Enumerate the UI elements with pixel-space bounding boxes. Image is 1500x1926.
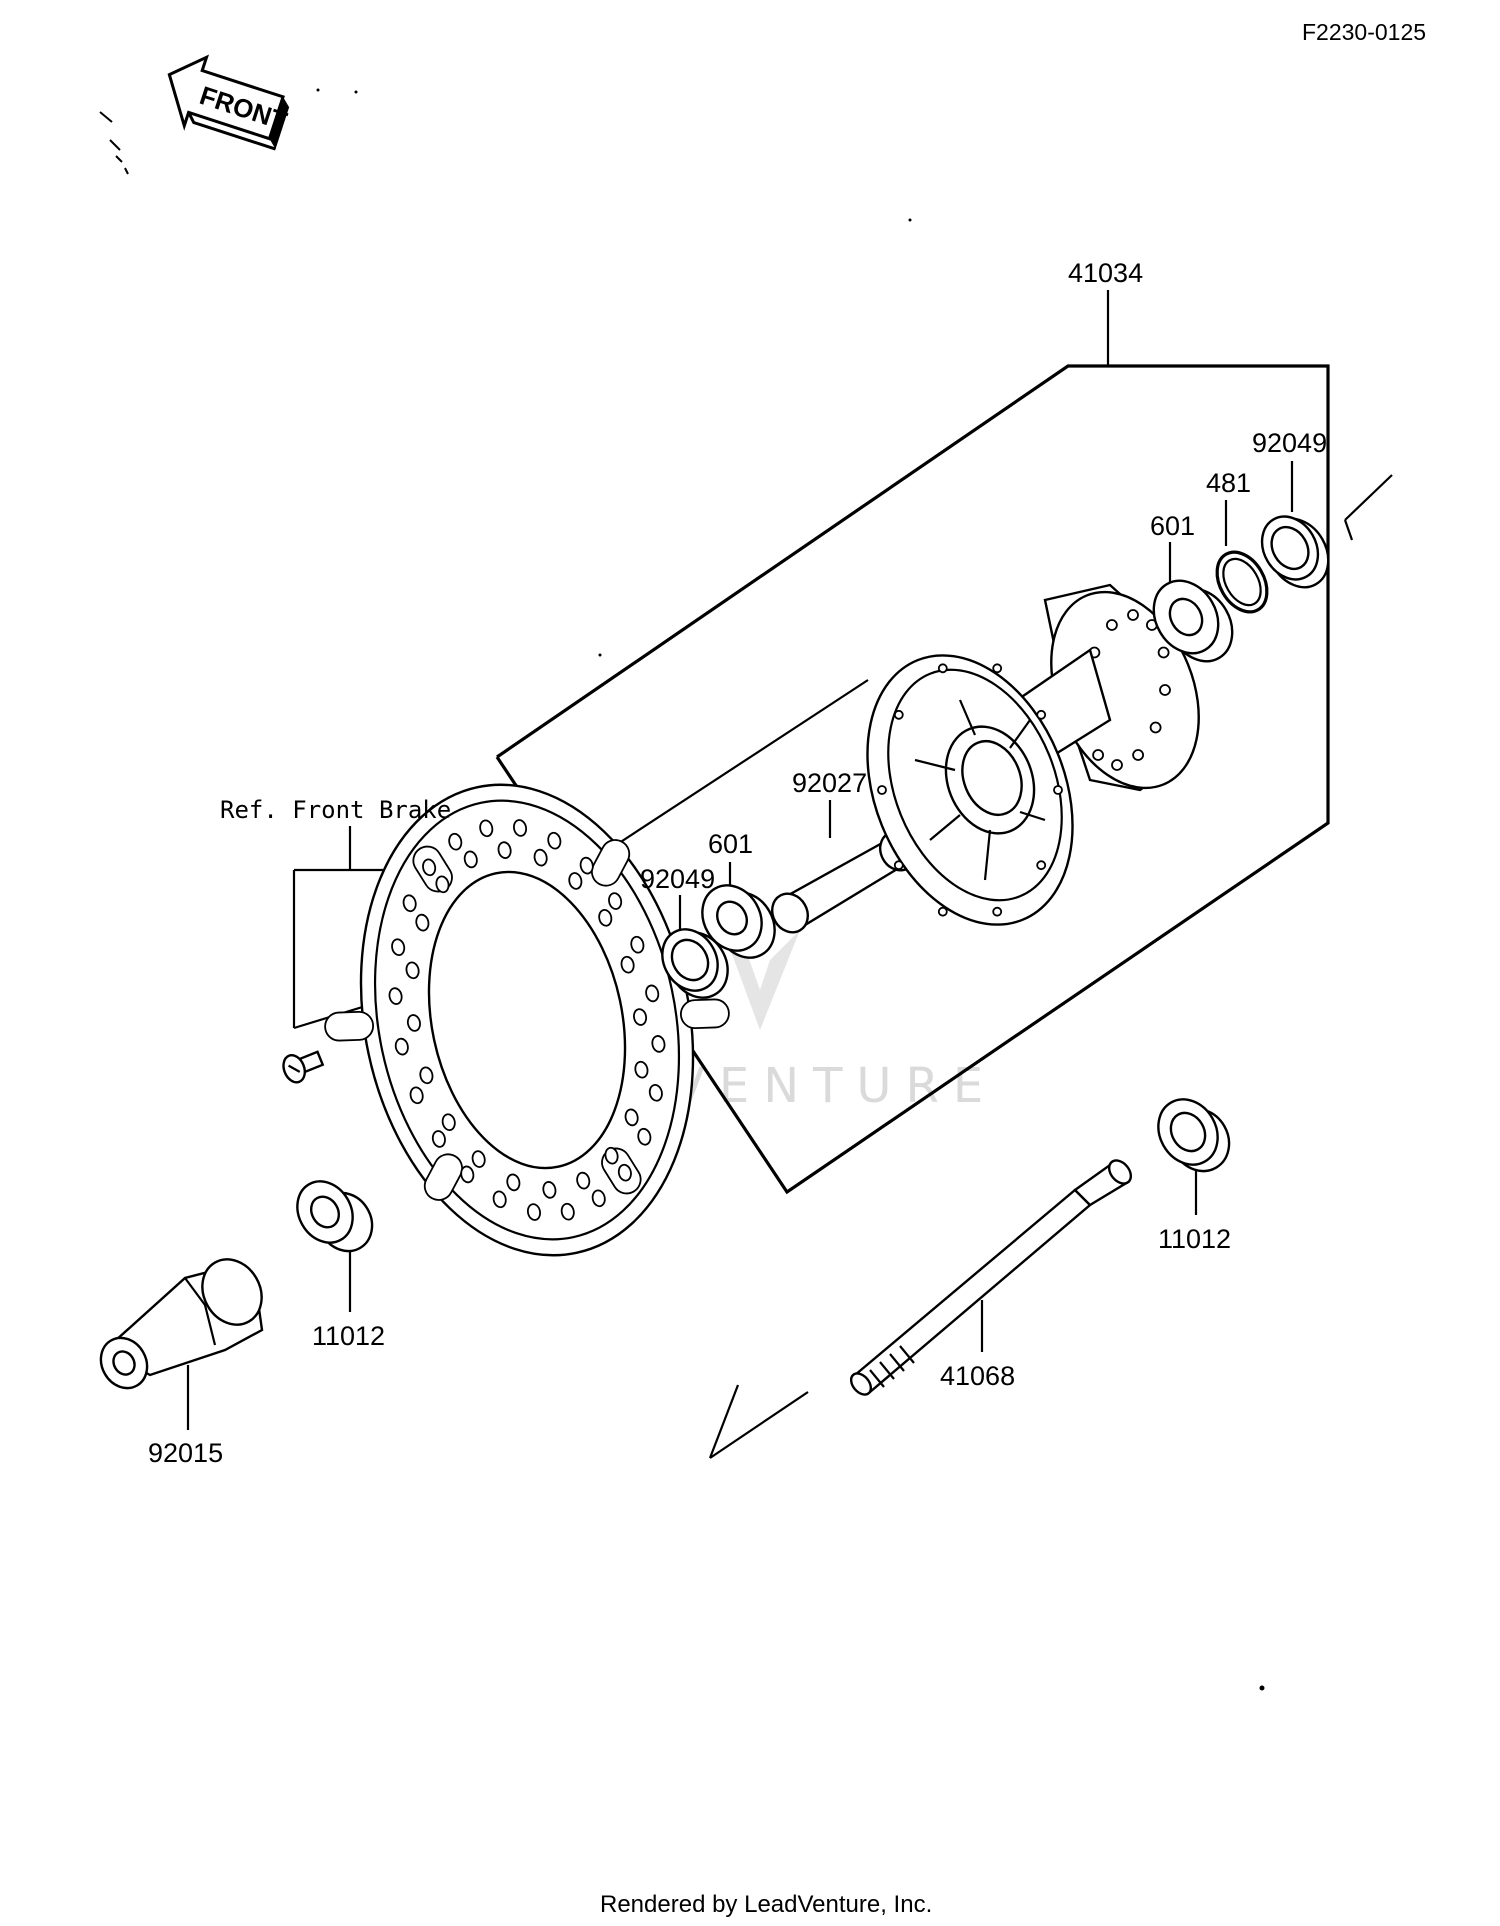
disc-hole: [526, 1203, 541, 1221]
axle-nut: [99, 1258, 264, 1390]
reference-label: Ref. Front Brake: [220, 796, 451, 824]
flange-hole: [1159, 684, 1171, 696]
disc-hole: [634, 1060, 649, 1079]
disc-hole: [513, 819, 528, 837]
disc-hole: [479, 819, 494, 838]
front-arrow-icon: FRONT: [167, 54, 291, 151]
disc-hole: [402, 894, 417, 913]
disc-hole: [598, 908, 613, 927]
disc-hole: [405, 961, 420, 980]
disc-hole: [419, 1066, 434, 1085]
disc-hole: [415, 913, 430, 932]
seal-left: [661, 928, 729, 999]
brake-disc: [324, 783, 730, 1257]
rim-notch: [877, 785, 887, 795]
callout-collar-left: 11012: [312, 1321, 385, 1351]
disc-slots: [324, 839, 730, 1201]
bearing-left: [701, 884, 776, 959]
disc-hole: [617, 1163, 632, 1182]
bearing-right: [1152, 579, 1234, 663]
callout-collar-right: 11012: [1158, 1224, 1231, 1254]
callout-labels: 41034 92049 481 601 92027 601 92049 1101…: [148, 258, 1327, 1468]
disc-hole: [576, 1171, 591, 1190]
disc-hole: [471, 1150, 486, 1168]
disc-hole: [448, 832, 463, 851]
flange-hole: [1157, 646, 1170, 659]
callout-spacer: 92027: [792, 768, 867, 798]
disc-hole: [608, 892, 623, 910]
callout-axle: 41068: [940, 1361, 1015, 1391]
flange-hole: [1132, 749, 1144, 761]
disc-hole: [560, 1202, 575, 1221]
hub-assembly-bracket: [495, 290, 1330, 1195]
collar-left: [296, 1180, 374, 1253]
hub-spokes: [914, 699, 1046, 881]
brake-bolt: [282, 1050, 325, 1084]
rim-notch: [893, 709, 904, 720]
disc-hole: [568, 872, 583, 890]
flange-hole: [1149, 721, 1162, 734]
disc-hole: [460, 1165, 475, 1184]
diagram-code: F2230-0125: [1302, 19, 1426, 45]
disc-hole: [497, 841, 512, 859]
disc-hole: [422, 858, 437, 877]
disc-hole: [394, 1037, 409, 1056]
wheel-hub: [866, 583, 1200, 926]
disc-hole: [579, 856, 594, 875]
disc-holes: [388, 819, 666, 1221]
disc-hole: [620, 955, 635, 974]
rim-notch: [937, 663, 948, 674]
callout-axle-nut: 92015: [148, 1438, 223, 1468]
disc-hole: [441, 1113, 456, 1132]
callout-seal-left: 92049: [640, 864, 715, 894]
collar-right: [1157, 1098, 1231, 1173]
disc-hole: [492, 1190, 507, 1209]
callout-bearing-left: 601: [708, 829, 753, 859]
disc-hole: [533, 848, 548, 867]
disc-hole: [645, 984, 660, 1003]
flange-hole: [1127, 609, 1139, 621]
flange-hole: [1092, 749, 1104, 761]
rim-notch: [1036, 709, 1047, 720]
rim-notch: [937, 906, 948, 917]
circlip: [1215, 550, 1269, 614]
rim-notch: [1036, 860, 1047, 871]
disc-hole: [633, 1008, 648, 1026]
disc-hole: [431, 1130, 446, 1148]
axle: [849, 1159, 1133, 1396]
disc-hole: [388, 987, 403, 1005]
rim-notch: [992, 906, 1003, 917]
disc-hole: [648, 1083, 663, 1102]
speck-marks: [99, 88, 1265, 1691]
disc-hole: [591, 1189, 606, 1208]
rim-notch: [992, 663, 1003, 674]
disc-hole: [463, 850, 478, 869]
disc-hole: [637, 1127, 652, 1146]
disc-hole: [651, 1035, 666, 1053]
rim-notch: [1053, 785, 1063, 795]
disc-hole: [406, 1014, 421, 1032]
disc-hole: [542, 1181, 557, 1199]
disc-hole: [630, 935, 645, 954]
disc-hole: [435, 875, 450, 894]
rim-notch: [893, 860, 904, 871]
footer-credit: Rendered by LeadVenture, Inc.: [600, 1891, 932, 1918]
disc-hole: [506, 1173, 521, 1192]
callout-hub-assembly: 41034: [1068, 258, 1143, 288]
disc-hole: [624, 1108, 639, 1127]
callout-circlip: 481: [1206, 468, 1251, 498]
flange-hole: [1111, 759, 1123, 771]
disc-hole: [547, 831, 562, 850]
seal-right: [1260, 515, 1330, 589]
disc-hole: [391, 938, 406, 957]
disc-hole: [604, 1146, 619, 1165]
callout-bearing-right: 601: [1150, 511, 1195, 541]
disc-hole: [409, 1086, 424, 1105]
callout-seal-right: 92049: [1252, 428, 1327, 458]
hub-rim-notches: [877, 663, 1063, 917]
flange-hole: [1106, 619, 1118, 631]
axle-threads: [869, 1345, 915, 1388]
